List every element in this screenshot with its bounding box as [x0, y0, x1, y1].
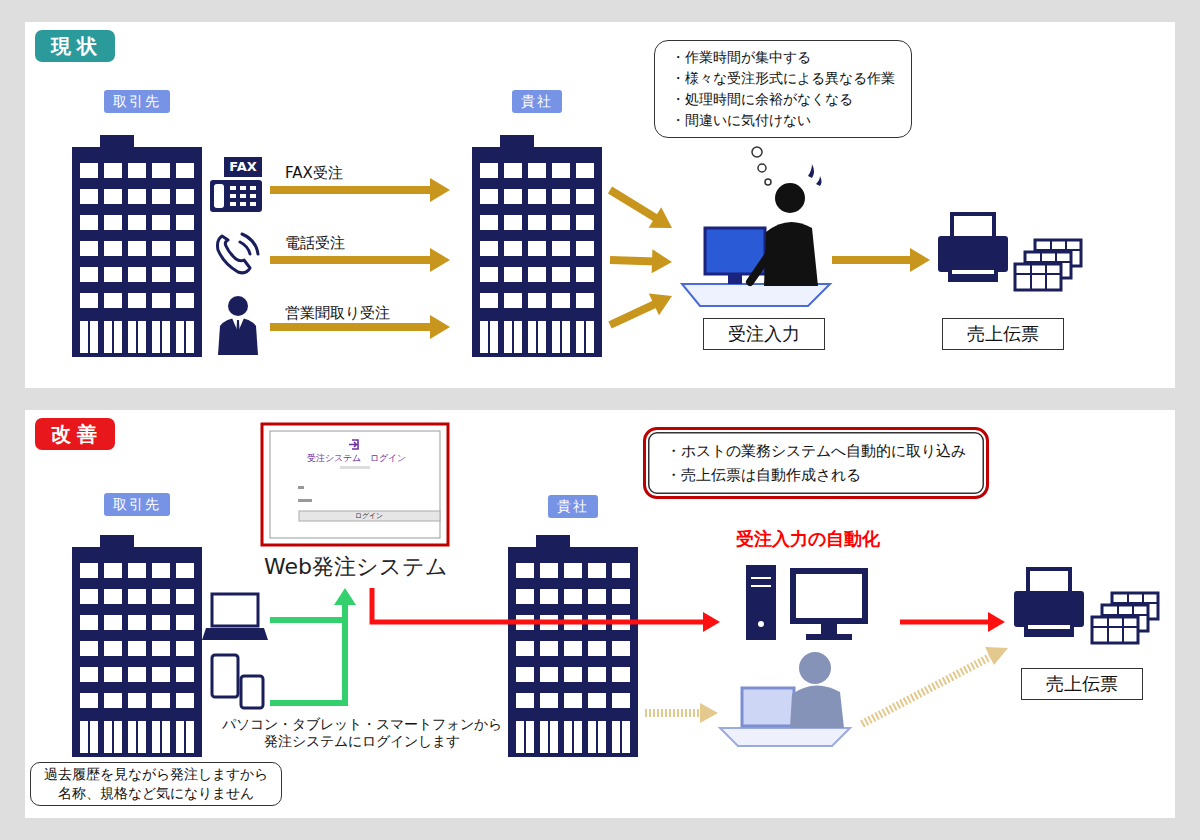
- fax-label: FAX: [224, 158, 262, 176]
- connector-line: [270, 186, 434, 194]
- connector-line: [270, 602, 345, 620]
- note-line: ・間違いに気付けない: [671, 110, 895, 131]
- connector-line: [270, 256, 434, 264]
- arrow-head: [649, 294, 672, 316]
- process-box: 受注入力: [703, 318, 825, 350]
- building-tag: 取引先: [104, 493, 170, 516]
- building: 貴社: [450, 88, 610, 358]
- flow-arrow: [610, 190, 672, 228]
- arrow-head: [649, 207, 672, 228]
- flow-arrow: [270, 248, 450, 272]
- building-tag: 貴社: [548, 495, 598, 518]
- building-tag: 取引先: [104, 90, 170, 113]
- edge-label: 営業聞取り受注: [285, 303, 390, 323]
- flow-arrow: [832, 248, 930, 272]
- connector-line: [610, 260, 656, 261]
- arrow-head: [652, 249, 672, 273]
- thought-bubble: ・作業時間が集中する・様々な受注形式による異なる作業・処理時間に余裕がなくなる・…: [654, 40, 912, 138]
- building: 取引先: [70, 88, 270, 358]
- edge-label: 電話受注: [285, 233, 345, 253]
- note-line: ・作業時間が集中する: [671, 47, 895, 68]
- note-line: ・売上伝票は自動作成される: [666, 463, 966, 487]
- panel-band: 改善取引先 Web発注システム 受注システム ログインログイン 貴社 ・ホストの業務シス…: [25, 410, 1175, 818]
- flow-arrow: [372, 588, 720, 632]
- arrow-head: [430, 178, 450, 202]
- flow-arrow: [270, 178, 450, 202]
- edge-label: FAX受注: [285, 163, 343, 183]
- arrow-head: [988, 612, 1005, 632]
- connector-line: [610, 190, 658, 220]
- note-line: ・様々な受注形式による異なる作業: [671, 68, 895, 89]
- screen-title: 受注システム ログイン: [307, 453, 406, 464]
- connector-line: [270, 323, 434, 331]
- login-button: ログイン: [355, 511, 383, 521]
- note-line: ・処理時間に余裕がなくなる: [671, 89, 895, 110]
- flow-arrow: [610, 294, 672, 325]
- note-box: 過去履歴を見ながら発注しますから 名称、規格など気になりません: [30, 762, 282, 806]
- connector-line: [372, 588, 706, 622]
- flow-arrow: [270, 588, 356, 620]
- panel-badge: 現状: [35, 30, 115, 62]
- highlight-title: 受注入力の自動化: [728, 524, 888, 554]
- device-note: パソコン・タブレット・スマートフォンから 発注システムにログインします: [216, 716, 508, 750]
- panel-badge: 改善: [35, 418, 115, 450]
- building: 貴社: [495, 492, 655, 758]
- flow-arrow: [270, 315, 450, 339]
- flow-arrow: [610, 249, 672, 273]
- arrow-head: [910, 248, 930, 272]
- connector-line: [610, 303, 658, 325]
- connector-line: [900, 620, 991, 625]
- arrow-head: [703, 612, 720, 632]
- arrow-head: [334, 588, 356, 605]
- printer: 売上伝票: [1005, 560, 1167, 702]
- web-screen: Web発注システム 受注システム ログインログイン: [254, 424, 458, 588]
- note-line: ・ホストの業務システムへ自動的に取り込み: [666, 439, 966, 463]
- system-title: Web発注システム: [264, 553, 448, 581]
- workstation: 受注入力: [672, 150, 832, 352]
- building-tag: 貴社: [512, 90, 562, 113]
- panel-band: 現状取引先 貴社 ・作業時間が集中する・様々な受注形式による異なる作業・処理時間に余…: [25, 22, 1175, 388]
- output-box: 売上伝票: [1021, 668, 1143, 700]
- computer: 受注入力の自動化: [720, 522, 900, 648]
- flow-arrow: [900, 612, 1005, 632]
- arrow-head: [430, 315, 450, 339]
- note-line: 過去履歴を見ながら発注しますから 名称、規格など気になりません: [39, 765, 273, 803]
- printer: 売上伝票: [930, 205, 1080, 352]
- connector-line: [832, 256, 914, 264]
- arrow-head: [430, 248, 450, 272]
- output-box: 売上伝票: [942, 318, 1064, 350]
- note-box: ・ホストの業務システムへ自動的に取り込み・売上伝票は自動作成される: [643, 427, 989, 499]
